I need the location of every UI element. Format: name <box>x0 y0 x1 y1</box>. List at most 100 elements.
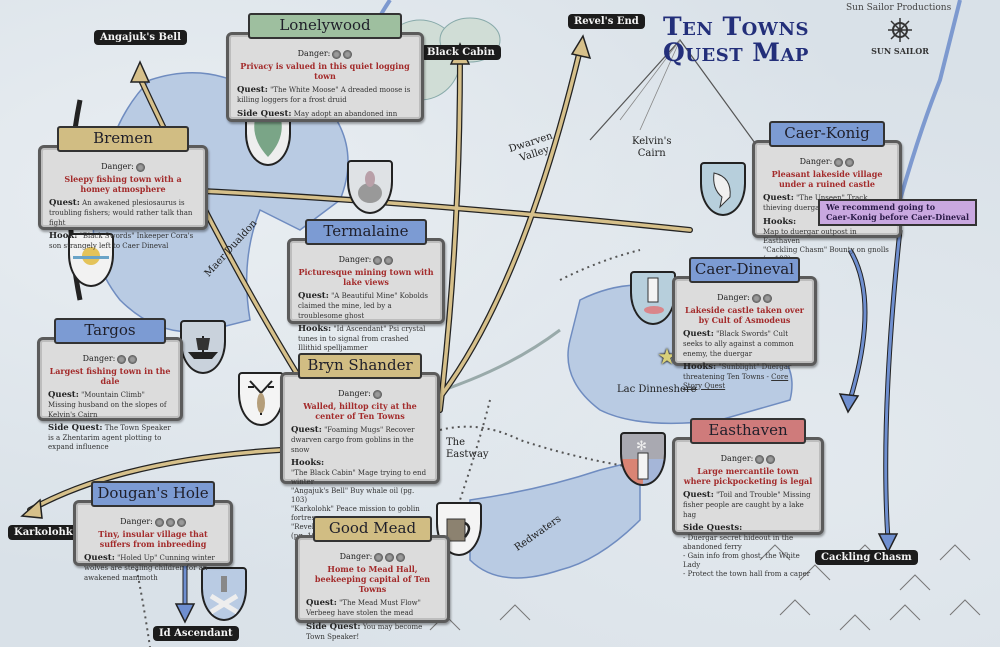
side-quests-row: Side Quests: - Duergar secret hideout in… <box>683 523 813 580</box>
hooks-row: Hooks: "Id Ascendant" Psi crystal tunes … <box>298 323 426 352</box>
town-card-bremen[interactable]: Bremen Danger: Sleepy fishing town with … <box>38 126 208 250</box>
quest-row: Quest: An awakened plesiosaurus is troub… <box>49 198 193 227</box>
town-card-lonelywood[interactable]: Lonelywood Danger: Privacy is valued in … <box>226 13 424 122</box>
town-card-caer-dineval[interactable]: Caer-Dineval Danger: Lakeside castle tak… <box>672 257 817 390</box>
town-description: Picturesque mining town with lake views <box>298 267 434 288</box>
tag-cackling-chasm[interactable]: Cackling Chasm <box>815 550 918 565</box>
hook-item: "Angajuk's Bell" Buy whale oil (pg. 103) <box>291 486 415 504</box>
quest-row: Quest: "Black Swords" Cult seeks to ally… <box>683 329 794 358</box>
crossed-fish-icon <box>209 576 239 614</box>
ship-wheel-icon <box>888 18 912 42</box>
danger-icon <box>374 552 384 562</box>
hook-item: Map to duergar outpost in Easthaven <box>763 227 857 245</box>
stag-antlers-icon <box>248 380 274 415</box>
redwaters-water <box>469 459 641 579</box>
tree-crest-icon <box>254 119 282 157</box>
tag-black-cabin[interactable]: Black Cabin <box>421 45 501 60</box>
banner-targos: Targos <box>54 318 166 344</box>
quest-row: Quest: "Foaming Mugs" Recover dwarven ca… <box>291 425 415 454</box>
tag-karkolohk[interactable]: Karkolohk <box>8 525 79 540</box>
danger-icon <box>372 389 382 399</box>
arrow-to-black-cabin <box>437 55 463 413</box>
side-quest-item: - Duergar secret hideout in the abandone… <box>683 533 794 551</box>
shield-bremen <box>68 233 114 287</box>
sun-sailor-logo: SUN SAILOR <box>870 16 930 62</box>
danger-icon <box>385 552 395 562</box>
river-northeast <box>898 0 962 201</box>
banner-termalaine: Termalaine <box>305 219 427 245</box>
title-line-2: Quest Map <box>663 38 809 68</box>
arrowhead-karkolohk <box>20 498 43 519</box>
danger-rating: Danger: <box>48 354 172 364</box>
side-quest-item: - Protect the town hall from a caper <box>683 570 811 579</box>
danger-icon <box>755 454 765 464</box>
danger-rating: Danger: <box>291 389 429 399</box>
town-card-dougans-hole[interactable]: Dougan's Hole Danger: Tiny, insular vill… <box>73 481 233 582</box>
town-description: Large mercantile town where pickpocketin… <box>683 466 813 487</box>
tag-angajuks-bell[interactable]: Angajuk's Bell <box>94 30 187 45</box>
leaping-fish-icon <box>713 172 731 209</box>
danger-icon <box>834 157 844 167</box>
danger-rating: Danger: <box>84 517 222 527</box>
danger-icon <box>128 354 138 364</box>
sun-over-sea-icon <box>73 247 109 265</box>
banner-lonelywood: Lonelywood <box>248 13 402 39</box>
danger-icon <box>135 162 145 172</box>
town-card-good-mead[interactable]: Good Mead Danger: Home to Mead Hall, bee… <box>295 516 450 641</box>
label-kelvins-cairn: Kelvin's Cairn <box>632 136 672 159</box>
core-story-star-icon: ★ <box>657 345 677 370</box>
side-quest-row: Side Quest: The Town Speaker is a Zhenta… <box>48 422 171 451</box>
danger-rating: Danger: <box>306 552 439 562</box>
town-description: Lakeside castle taken over by Cult of As… <box>684 305 805 326</box>
banner-dougans-hole: Dougan's Hole <box>91 481 215 507</box>
danger-rating: Danger: <box>298 255 434 265</box>
danger-icon <box>762 293 772 303</box>
callout-line-2: Caer-Konig before Caer-Dineval <box>826 211 970 222</box>
town-description: Sleepy fishing town with a homey atmosph… <box>64 174 182 195</box>
quest-row: Quest: "Mountain Climb" Missing husband … <box>48 390 167 419</box>
danger-icon <box>766 454 776 464</box>
danger-icon <box>165 517 175 527</box>
quest-row: Quest: "A Beautiful Mine" Kobolds claime… <box>298 291 428 320</box>
tag-revels-end[interactable]: Revel's End <box>568 14 645 29</box>
danger-icon <box>384 255 394 265</box>
core-story-quest-link: Core Story Quest <box>683 372 789 390</box>
recommendation-callout: We recommend going to Caer-Konig before … <box>818 199 978 227</box>
danger-icon <box>343 49 353 59</box>
town-card-bryn-shander[interactable]: Bryn Shander Danger: Walled, hilltop cit… <box>280 353 440 540</box>
banner-good-mead: Good Mead <box>312 516 433 542</box>
banner-bryn-shander: Bryn Shander <box>298 353 422 379</box>
hook-item: "Karkolohk" Peace mission to goblin fort… <box>291 505 420 523</box>
town-description: Walled, hilltop city at the center of Te… <box>303 401 417 422</box>
town-description: Pleasant lakeside village under a ruined… <box>771 169 883 190</box>
danger-rating: Danger: <box>49 162 197 172</box>
shield-termalaine <box>347 160 393 214</box>
svg-text:✻: ✻ <box>636 439 647 454</box>
side-quest-row: Side Quest: May adopt an abandoned inn <box>237 108 398 119</box>
credit-text: Sun Sailor Productions <box>846 3 952 13</box>
quest-row: Quest: "The Mead Must Flow" Verbeeg have… <box>306 598 421 618</box>
mead-mug-icon <box>446 518 471 542</box>
danger-icon <box>117 354 127 364</box>
shield-easthaven: ✻ <box>620 432 666 486</box>
town-card-termalaine[interactable]: Termalaine Danger: Picturesque mining to… <box>287 219 445 352</box>
hook-row: Hook: "Black Swords" Inkeeper Cora's son… <box>49 230 194 250</box>
town-card-easthaven[interactable]: Easthaven Danger: Large mercantile town … <box>672 418 824 578</box>
quest-row: Quest: "Holed Up" Cunning winter wolves … <box>84 553 215 582</box>
danger-icon <box>751 293 761 303</box>
danger-icon <box>373 255 383 265</box>
danger-rating: Danger: <box>683 454 813 464</box>
town-card-targos[interactable]: Targos Danger: Largest fishing town in t… <box>37 318 183 451</box>
tag-id-ascendant[interactable]: Id Ascendant <box>153 626 239 641</box>
shield-dougans-hole <box>201 567 247 621</box>
title-line-1: Ten Towns <box>663 12 809 41</box>
longship-icon <box>188 336 218 359</box>
quest-row: Quest: "Toil and Trouble" Missing fisher… <box>683 490 811 519</box>
shield-caer-konig <box>700 162 746 216</box>
hooks-row: Hooks: "Sunblight" Duergar threatening T… <box>683 361 792 390</box>
hook-item: "The Black Cabin" Mage trying to end win… <box>291 468 427 486</box>
danger-icon <box>176 517 186 527</box>
label-the-eastway: The Eastway <box>446 437 489 460</box>
town-description: Privacy is valued in this quiet logging … <box>240 61 410 82</box>
